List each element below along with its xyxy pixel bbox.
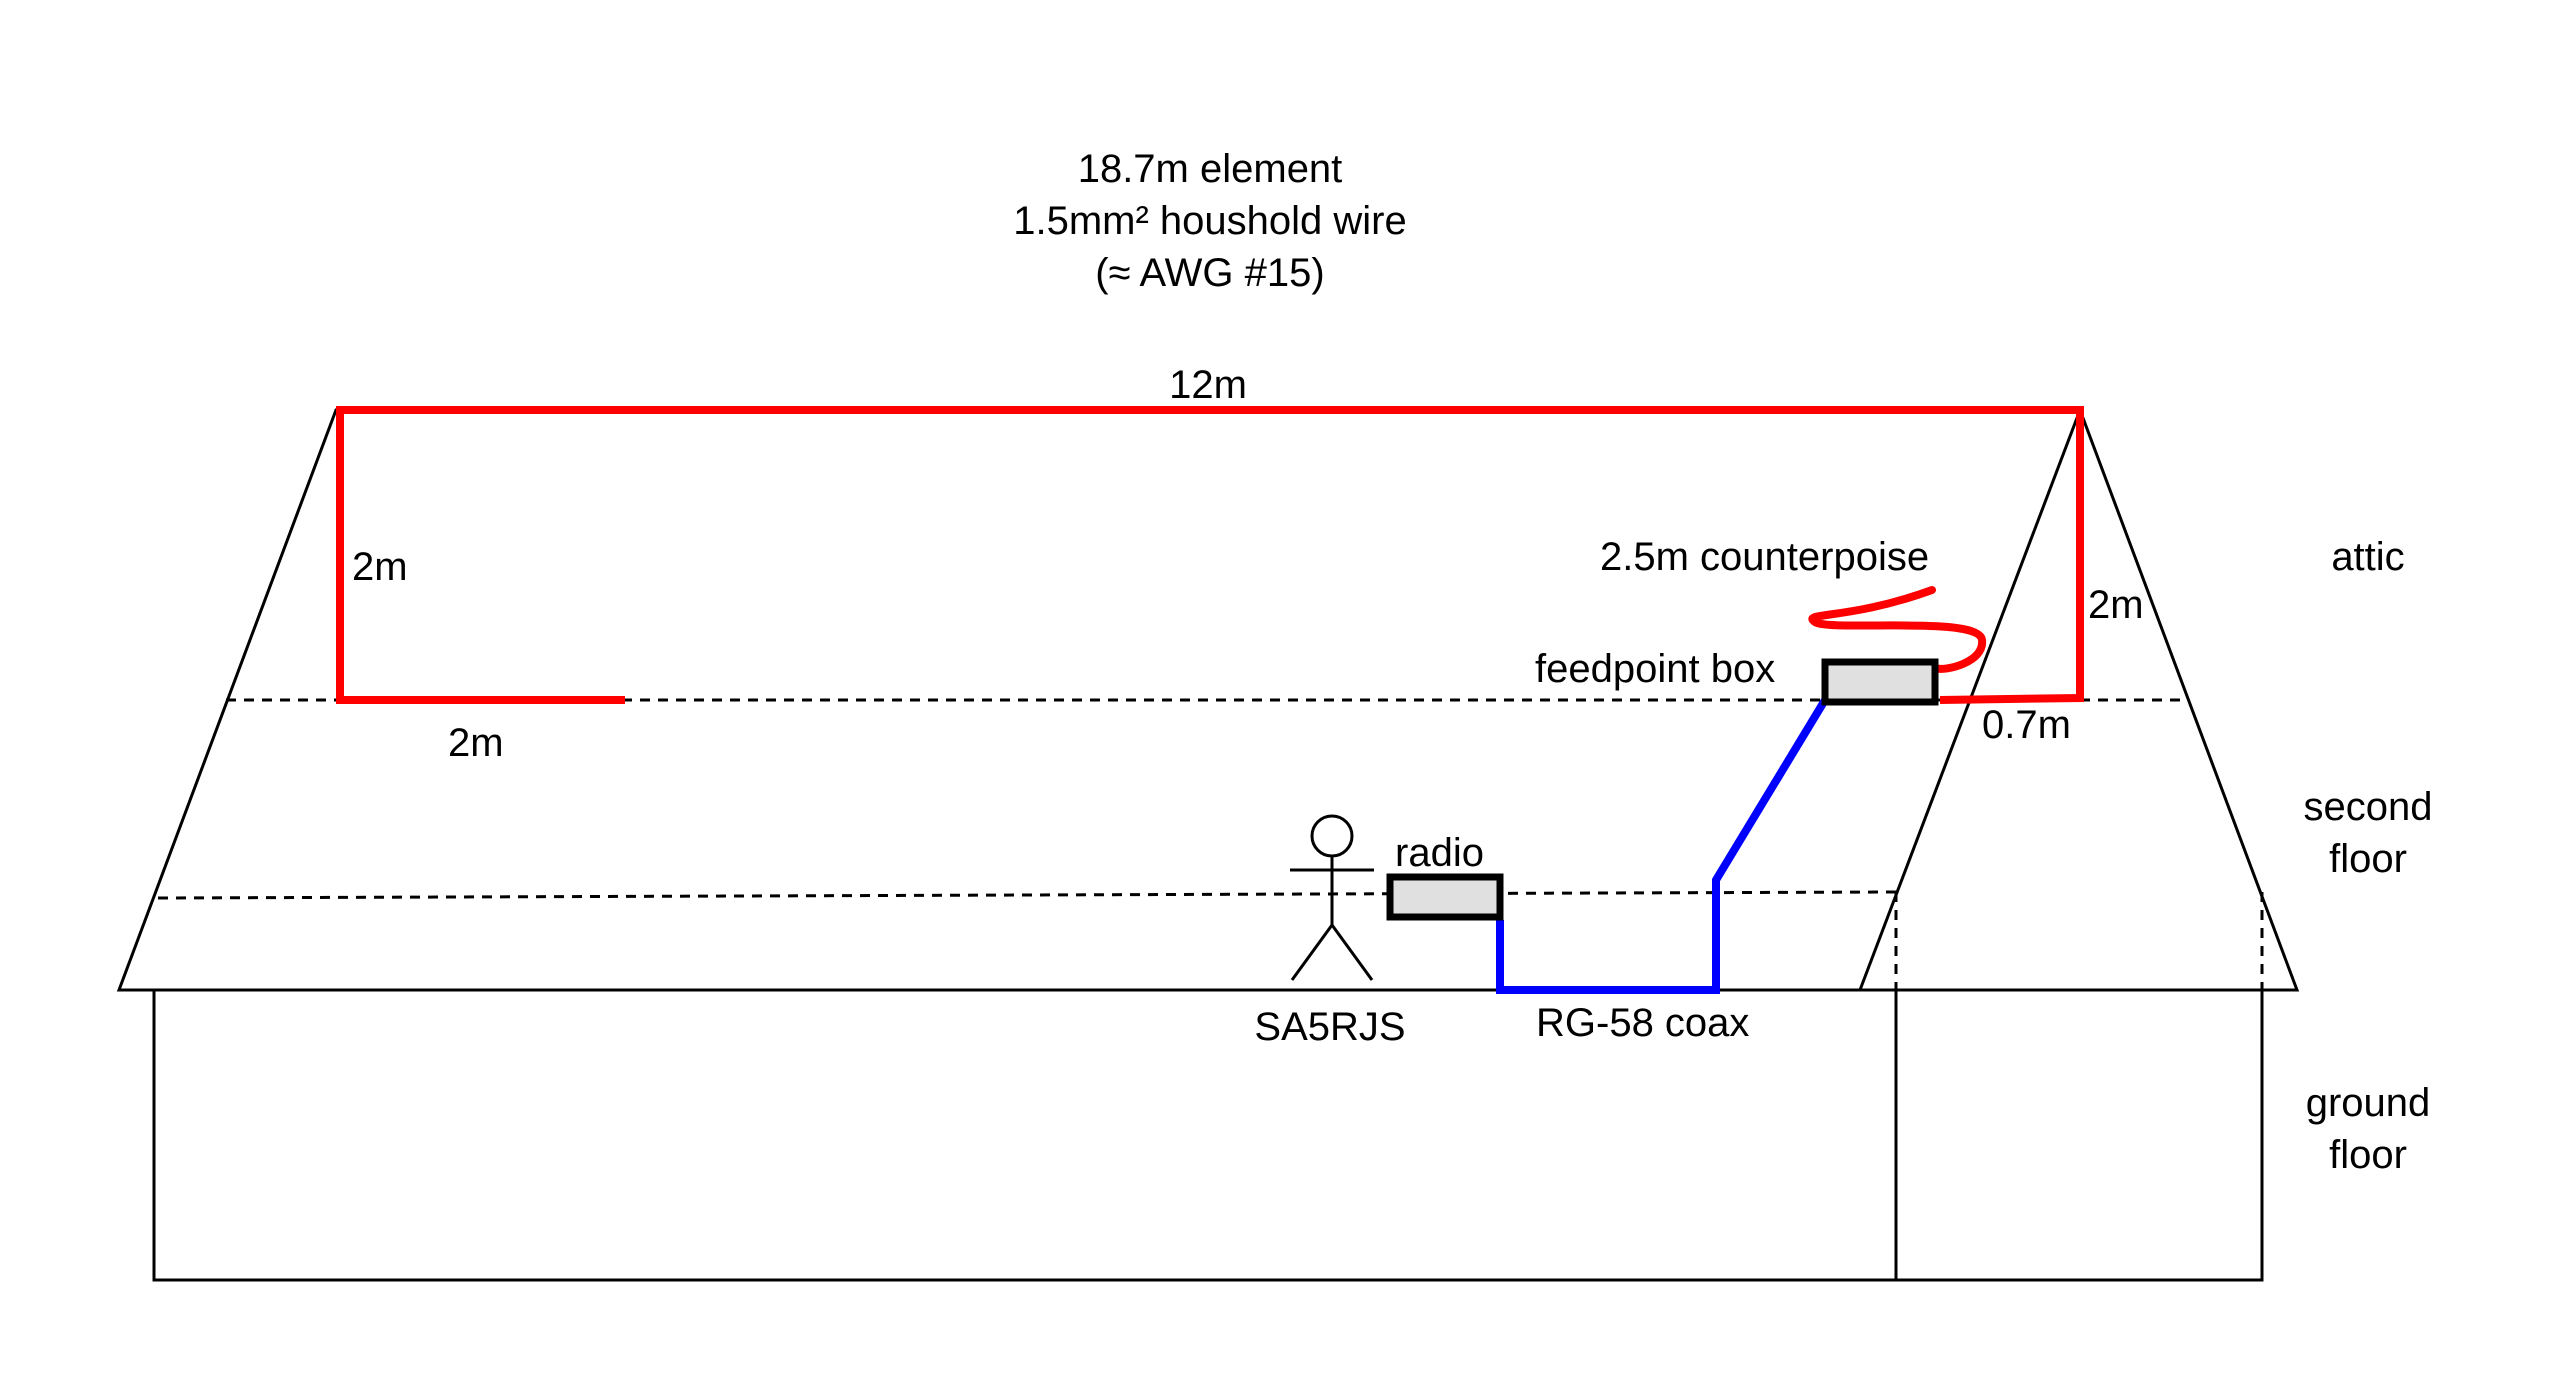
label-left-horizontal: 2m: [448, 721, 504, 765]
title-line-3: (≈ AWG #15): [1095, 251, 1324, 295]
ground-floor-walls: [152, 988, 2264, 1282]
operator-leg-left: [1290, 924, 1334, 981]
label-left-vertical: 2m: [352, 545, 408, 589]
operator-head: [1310, 814, 1354, 858]
label-feedpoint-box: feedpoint box: [1535, 647, 1775, 691]
floor-label-ground-2: floor: [2329, 1133, 2407, 1177]
radio-box: [1386, 873, 1504, 921]
label-counterpoise: 2.5m counterpoise: [1600, 535, 1929, 579]
operator-leg-right: [1330, 924, 1374, 981]
operator-figure: [1290, 814, 1374, 981]
feedpoint-box: [1821, 658, 1939, 706]
house-outline: [116, 408, 2300, 1282]
label-top-length: 12m: [1169, 363, 1247, 407]
label-right-horizontal: 0.7m: [1982, 703, 2071, 747]
title-line-1: 18.7m element: [1078, 147, 1343, 191]
label-right-vertical: 2m: [2088, 583, 2144, 627]
label-operator: SA5RJS: [1254, 1005, 1405, 1049]
coax-cable: [1496, 697, 1829, 994]
label-coax: RG-58 coax: [1536, 1001, 1749, 1045]
second-floor-line: [157, 890, 1897, 900]
floor-label-second-2: floor: [2329, 837, 2407, 881]
floor-label-ground-1: ground: [2306, 1081, 2431, 1125]
counterpoise-wire: [1808, 586, 1986, 673]
antenna-element-wire: [336, 406, 2084, 704]
label-radio: radio: [1395, 831, 1484, 875]
floor-label-attic: attic: [2331, 535, 2404, 579]
title-line-2: 1.5mm² houshold wire: [1013, 199, 1407, 243]
floor-label-second-1: second: [2304, 785, 2433, 829]
